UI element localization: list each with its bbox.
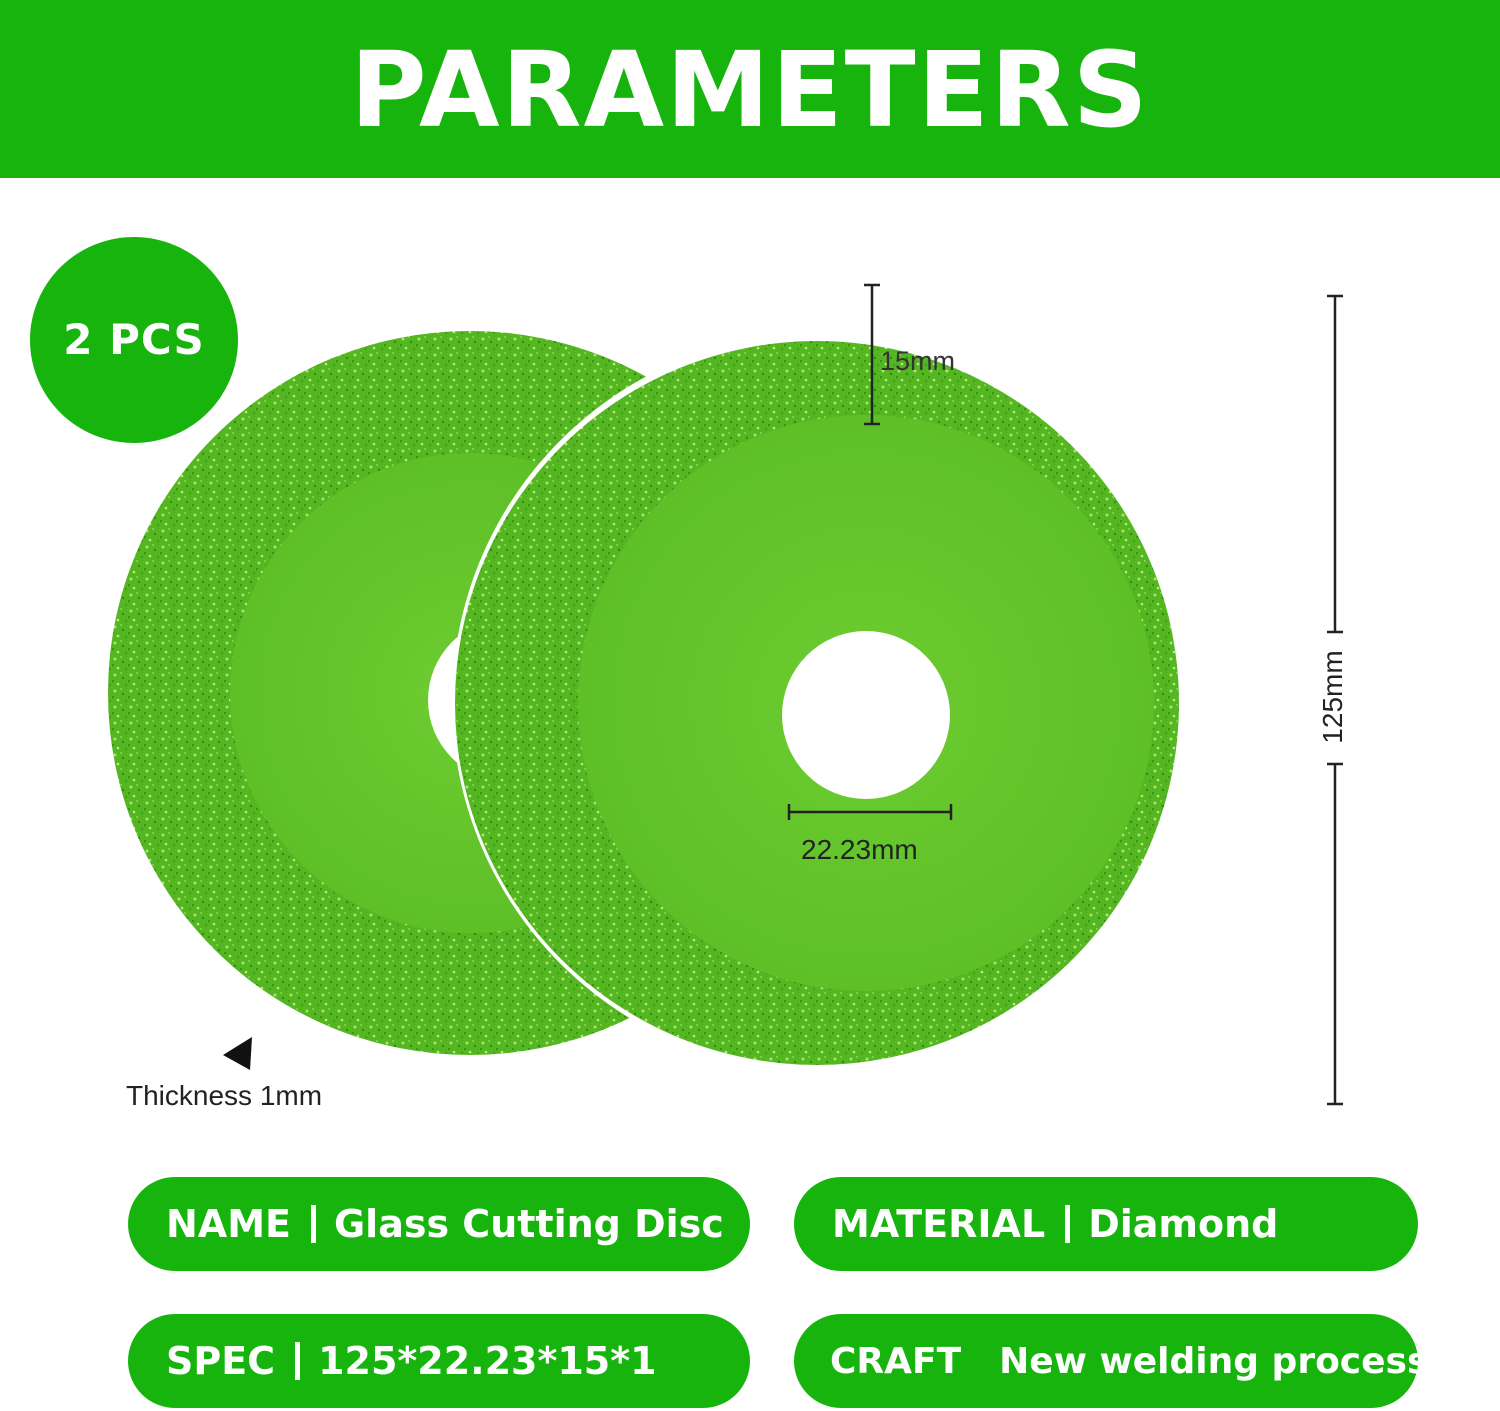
thickness-arrow	[223, 1037, 252, 1070]
front-disc	[452, 332, 1192, 1072]
page-title: PARAMETERS	[350, 29, 1150, 151]
quantity-badge-text: 2 PCS	[63, 314, 205, 364]
thickness-label: Thickness 1mm	[126, 1080, 323, 1111]
rim-width-label: 15mm	[880, 346, 956, 376]
spec-name-label: NAME	[166, 1202, 291, 1246]
diameter-dimension	[1327, 294, 1343, 1106]
bore-dimension	[787, 804, 953, 820]
spec-spec-label: SPEC	[166, 1339, 276, 1383]
spec-craft-label: CRAFT	[830, 1340, 962, 1382]
spec-spec-value: 125*22.23*15*1	[318, 1339, 657, 1383]
spec-pill-material: MATERIAL Diamond	[794, 1177, 1418, 1271]
quantity-badge: 2 PCS	[30, 237, 238, 443]
separator	[1065, 1205, 1071, 1243]
rim-width-dimension	[864, 283, 880, 426]
spec-pill-name: NAME Glass Cutting Disc	[128, 1177, 750, 1271]
spec-name-value: Glass Cutting Disc	[333, 1202, 724, 1246]
spec-material-value: Diamond	[1088, 1202, 1279, 1246]
spec-craft-value: New welding process	[999, 1340, 1429, 1382]
bore-label: 22.23mm	[801, 834, 918, 865]
header-banner: PARAMETERS	[0, 0, 1500, 178]
separator	[295, 1342, 301, 1380]
spec-pill-craft: CRAFT New welding process	[794, 1314, 1428, 1408]
spec-pill-spec: SPEC 125*22.23*15*1	[128, 1314, 750, 1408]
diameter-label: 125mm	[1317, 650, 1348, 744]
separator	[310, 1205, 316, 1243]
spec-material-label: MATERIAL	[832, 1202, 1046, 1246]
